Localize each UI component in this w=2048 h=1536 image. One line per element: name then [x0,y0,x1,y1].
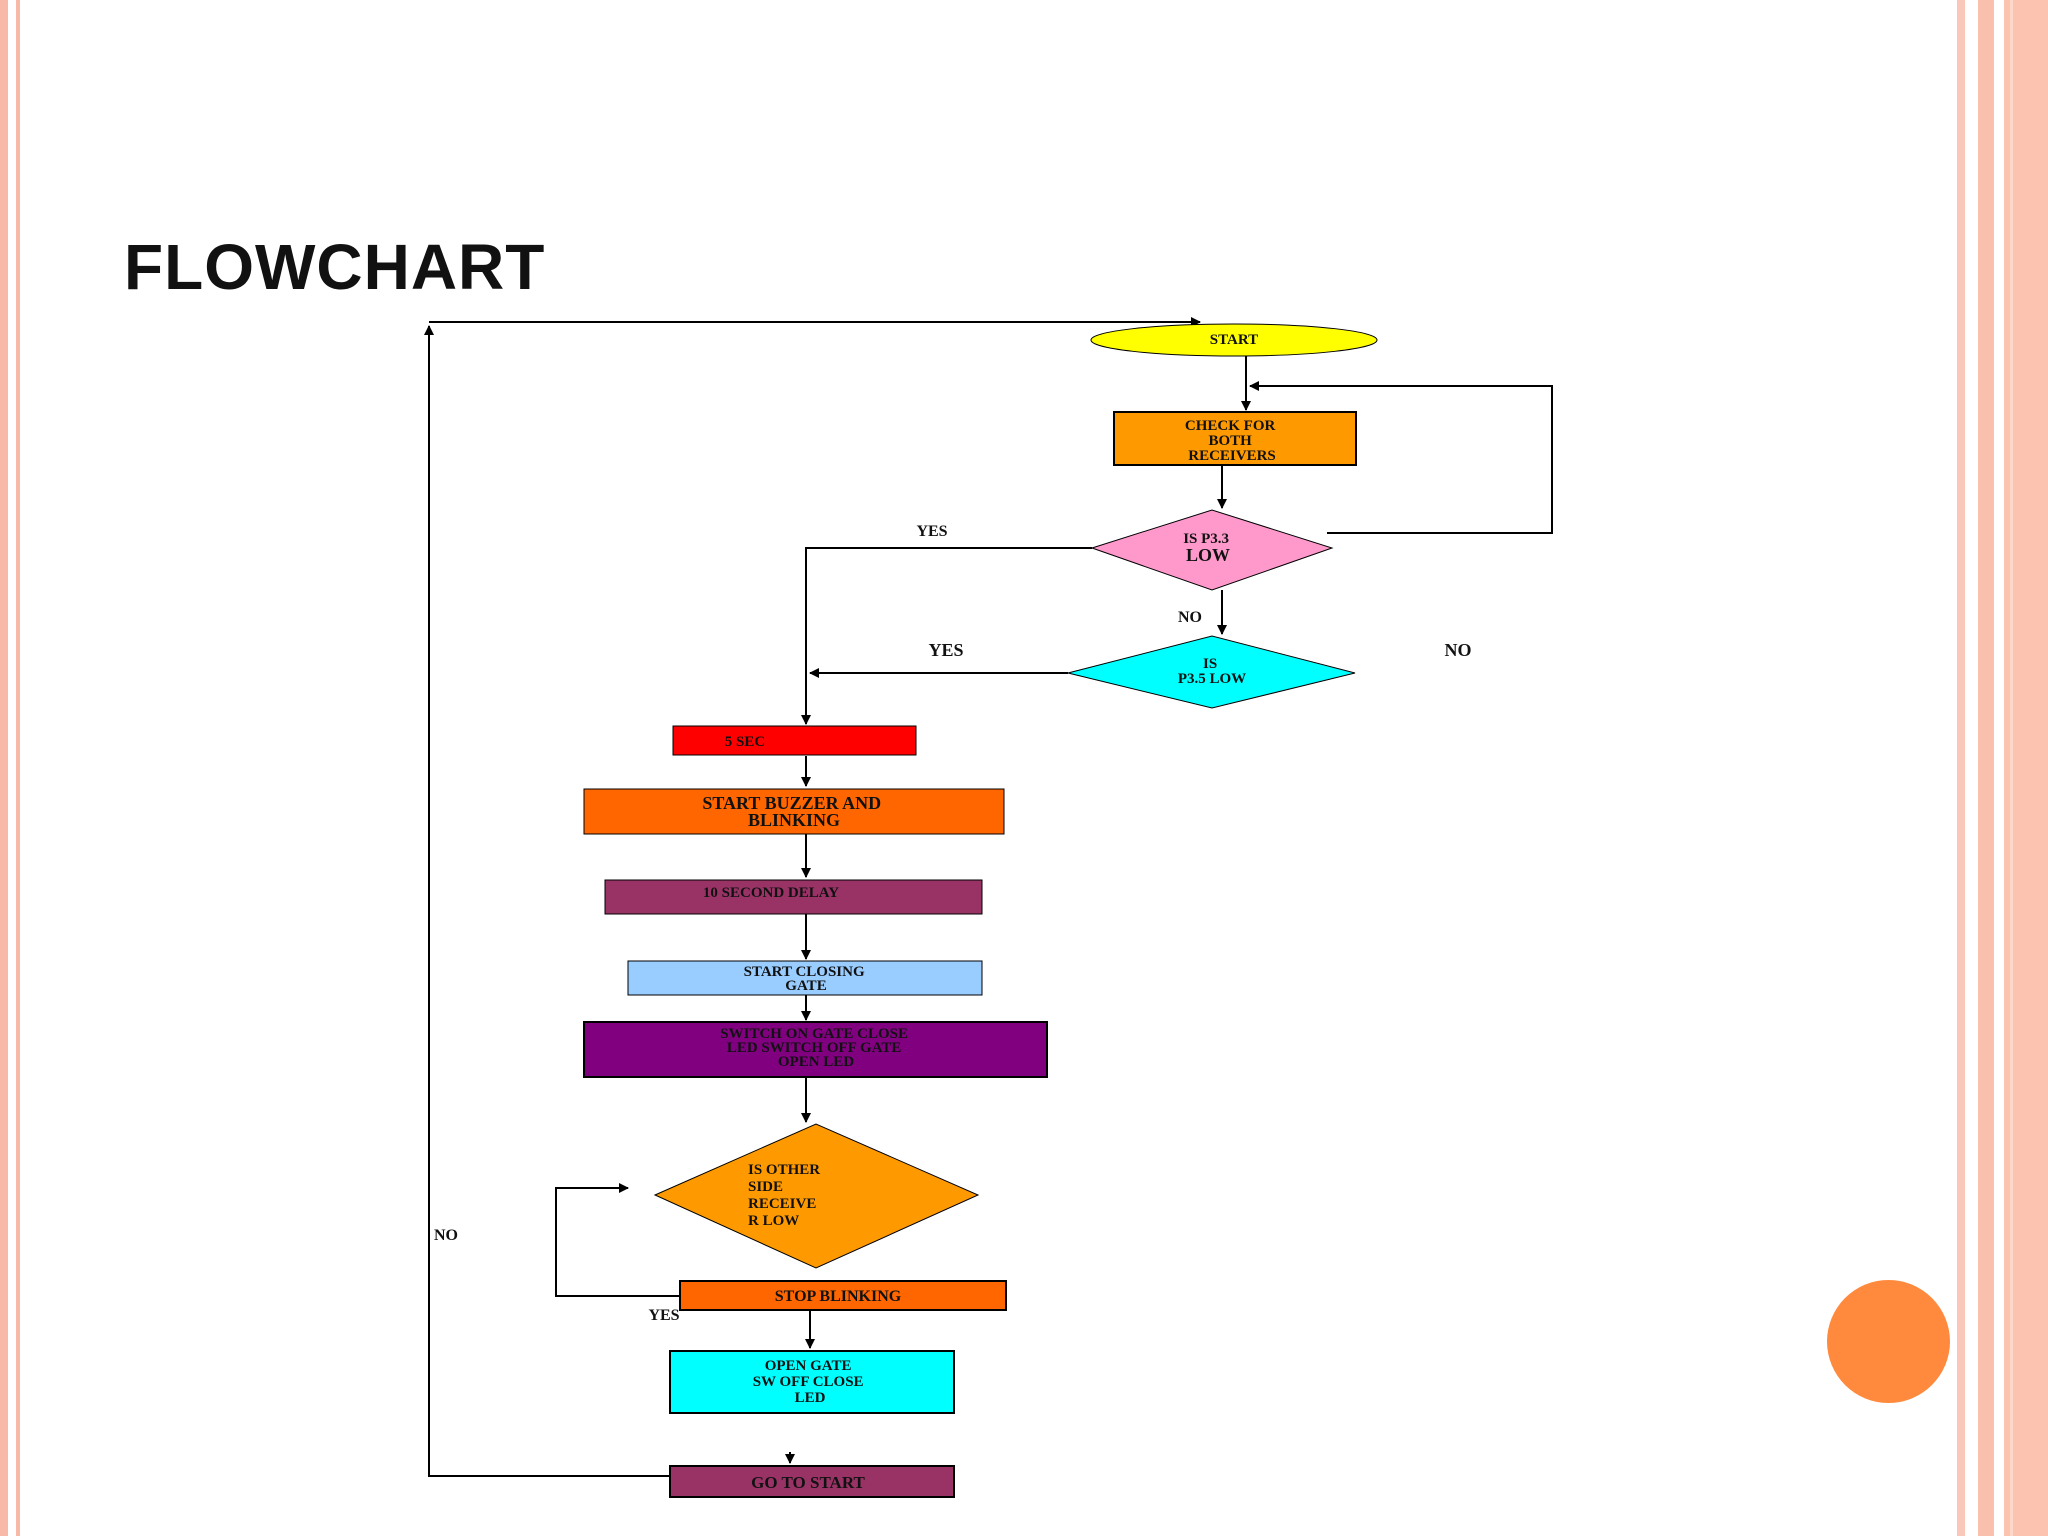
label-p33-no: NO [1178,609,1202,626]
node-go-to-start [669,1465,955,1498]
text-open-gate: OPEN GATE SW OFF CLOSE LED [753,1358,868,1406]
slide-border-right-2 [1978,0,1994,1536]
text-switch-on-led: SWITCH ON GATE CLOSE LED SWITCH OFF GATE… [720,1026,911,1070]
text-start-buzzer: START BUZZER AND BLINKING [702,793,885,830]
label-p35-yes: YES [928,640,963,660]
slide-title: FLOWCHART [124,231,546,303]
edge-p35-no-loop [1249,381,1553,534]
node-start [1090,323,1378,357]
label-p35-no: NO [1445,640,1472,660]
text-is-other-side-low: IS OTHER SIDE RECEIVE R LOW [748,1162,824,1229]
edge-goto-return [424,325,670,1477]
node-is-p33-low [1090,509,1334,591]
text-start-closing-gate: START CLOSING GATE [744,964,869,994]
node-switch-on-led [583,1021,1048,1078]
label-p33-yes: YES [916,523,947,540]
label-other-no: NO [434,1227,458,1244]
text-is-p33-low: IS P3.3 LOW [1183,531,1233,565]
slide-border-right-4 [2010,0,2013,1536]
connectors [424,317,1553,1477]
text-check-receivers: CHECK FOR BOTH RECEIVERS [1185,418,1279,464]
node-10-second-delay [604,879,983,915]
accent-circle [1827,1280,1950,1403]
slide-border-left-outer [0,0,8,1536]
node-stop-blinking [679,1280,1007,1311]
node-is-other-side-low [653,1123,980,1269]
node-is-p35-low [1067,635,1356,709]
node-start-buzzer [583,788,1005,835]
edge-other-no-loop [555,1183,680,1297]
edge-p33-yes [801,547,1092,725]
text-stop-blinking: STOP BLINKING [775,1288,902,1305]
text-5-sec: 5 SEC [725,734,765,750]
label-other-yes: YES [648,1307,679,1324]
text-start: START [1210,332,1258,348]
text-go-to-start: GO TO START [751,1473,865,1492]
slide-border-right-1 [1957,0,1965,1536]
node-start-closing-gate [627,960,983,996]
slide-border-left-inner [16,0,20,1536]
text-10-second-delay: 10 SECOND DELAY [703,885,839,901]
node-5-sec [672,725,917,756]
text-is-p35-low: IS P3.5 LOW [1178,656,1246,687]
node-open-gate [669,1350,955,1414]
node-check-receivers [1113,411,1357,466]
